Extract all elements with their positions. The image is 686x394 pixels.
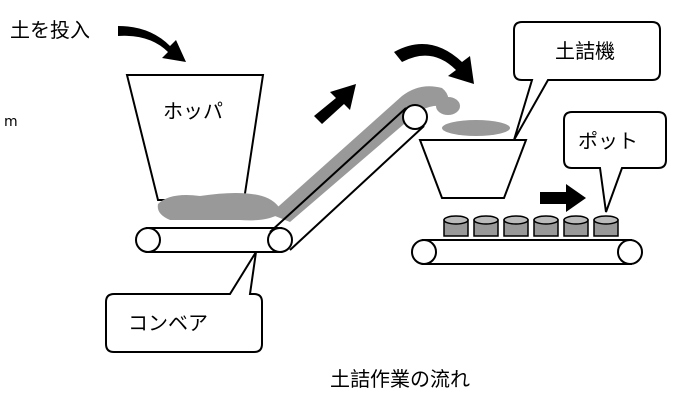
transfer-arrow-icon [394, 44, 474, 84]
incline-belt-bottom [289, 125, 425, 251]
right-conveyor [411, 239, 643, 265]
incline-belt-top [269, 107, 407, 233]
hopper: ホッパ [125, 74, 265, 201]
pot [533, 215, 559, 237]
pot [563, 215, 589, 237]
left-conveyor [135, 104, 428, 253]
filler-body [418, 139, 528, 199]
callout-soil-filler-shape [513, 21, 661, 141]
label-pot: ポット [578, 129, 638, 153]
label-input-soil: 土を投入 [10, 18, 90, 42]
diagram-caption: 土詰作業の流れ [330, 367, 470, 391]
right-arrow-icon [540, 184, 586, 212]
callout-pot-shape [563, 111, 667, 213]
left-roller-b [267, 227, 293, 253]
pot [473, 215, 499, 237]
callout-pot: ポット [563, 111, 667, 213]
callout-conveyor: コンベア [105, 251, 263, 353]
soil-falling [442, 120, 510, 136]
soil-filler-machine [418, 139, 528, 199]
label-conveyor: コンベア [128, 311, 208, 335]
soil-pile [157, 193, 282, 221]
left-roller-a [135, 227, 161, 253]
pot [503, 215, 529, 237]
right-roller-b [617, 239, 643, 265]
soil-lump [436, 97, 460, 115]
label-soil-filler: 土詰機 [555, 39, 615, 63]
incline-roller [402, 104, 428, 130]
callout-conveyor-shape [105, 251, 263, 353]
right-roller-a [411, 239, 437, 265]
input-arrow-icon [118, 26, 186, 62]
up-arrow-icon [314, 84, 356, 124]
pot [593, 215, 619, 237]
pot-row [443, 215, 619, 237]
callout-soil-filler: 土詰機 [513, 21, 661, 141]
pot [443, 215, 469, 237]
margin-char: m [4, 114, 18, 130]
label-hopper: ホッパ [163, 99, 223, 123]
hopper-body [125, 74, 265, 201]
